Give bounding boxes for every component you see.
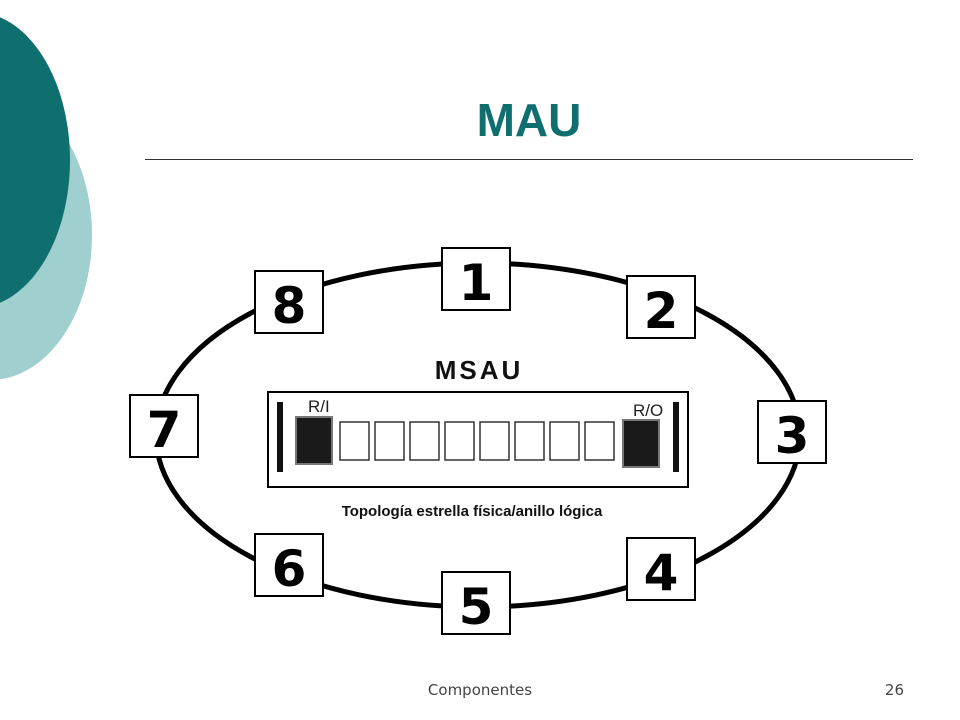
hub-port: [339, 421, 370, 461]
node-3-label: 3: [775, 407, 810, 465]
ring-in-port: [295, 416, 333, 465]
node-1-label: 1: [459, 254, 494, 312]
ring-in-label: R/I: [308, 397, 330, 416]
diagram-caption: Topología estrella física/anillo lógica: [342, 503, 603, 520]
node-3: 3: [757, 400, 827, 465]
token-ring-diagram: 1 2 3 4 5 6 7 8 MSAU R/I R/O: [129, 247, 827, 636]
node-8: 8: [254, 270, 324, 335]
hub-port: [549, 421, 580, 461]
node-1: 1: [441, 247, 511, 312]
node-7: 7: [129, 394, 199, 459]
hub-port: [444, 421, 475, 461]
hub-port: [479, 421, 510, 461]
node-6-label: 6: [272, 540, 307, 598]
hub-label: MSAU: [435, 355, 524, 385]
decorative-circle-dark: [0, 17, 70, 303]
hub-right-bar: [673, 402, 679, 472]
hub-port: [584, 421, 615, 461]
slide-title: MAU: [476, 94, 582, 146]
node-5: 5: [441, 571, 511, 636]
title-divider: [145, 159, 913, 160]
hub-box: [267, 391, 689, 488]
hub-port: [374, 421, 405, 461]
hub-left-bar: [277, 402, 283, 472]
page-number: 26: [884, 681, 904, 699]
node-7-label: 7: [147, 401, 182, 459]
footer-text: Componentes: [427, 681, 533, 699]
hub-ports: [339, 421, 615, 461]
ring-out-port: [622, 419, 660, 468]
hub-port: [409, 421, 440, 461]
node-2: 2: [626, 275, 696, 340]
hub-port: [514, 421, 545, 461]
node-6: 6: [254, 533, 324, 598]
node-8-label: 8: [272, 277, 307, 335]
ring-out-label: R/O: [633, 401, 663, 420]
node-2-label: 2: [644, 282, 679, 340]
decorative-circles: [0, 17, 92, 380]
node-4-label: 4: [644, 544, 679, 602]
node-4: 4: [626, 537, 696, 602]
node-5-label: 5: [459, 578, 494, 636]
